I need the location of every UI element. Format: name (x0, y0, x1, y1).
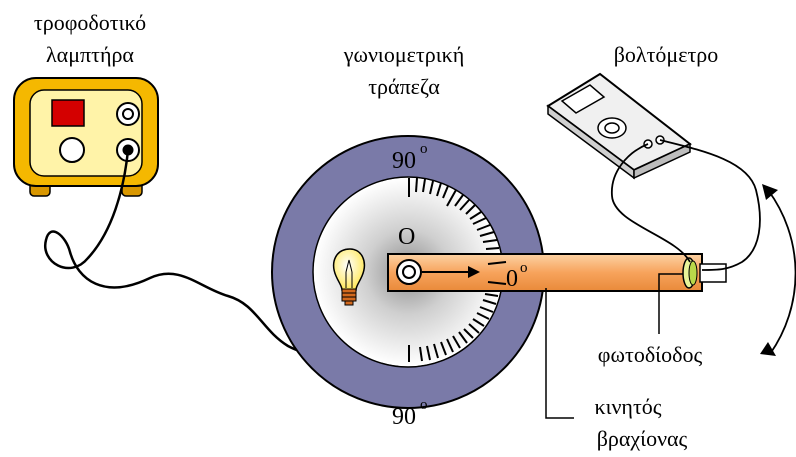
photodiode-icon (682, 257, 698, 289)
rotation-arrow-icon (760, 184, 796, 356)
angle-label-zero-degree: o (520, 260, 528, 276)
angle-scale (408, 177, 505, 362)
table-label-line2: τράπεζα (368, 74, 440, 99)
angle-label-top-degree: o (420, 141, 428, 157)
table-label-line1: γωνιομετρική (343, 42, 464, 67)
arm-label-line1: κινητός (594, 394, 661, 419)
voltmeter-icon (546, 72, 692, 180)
power-supply-icon (13, 77, 159, 197)
angle-label-bottom-degree: o (420, 397, 428, 413)
voltmeter-display (560, 84, 606, 114)
voltmeter-cable-2 (659, 139, 761, 271)
photodiode-label: φωτοδίοδος (598, 342, 703, 367)
photodiode-leader-line (658, 273, 683, 334)
voltmeter-cable-1 (611, 143, 691, 263)
angle-label-zero: 0 (506, 266, 518, 292)
voltmeter-label: βολτόμετρο (614, 42, 719, 67)
power-supply-label-line2: λαμπτήρα (46, 42, 134, 67)
arm-leader-line (545, 288, 574, 419)
center-label: O (398, 224, 415, 250)
angle-label-top: 90 (392, 148, 416, 174)
arm-label-line2: βραχίονας (597, 426, 688, 451)
power-supply-label-line1: τροφοδοτικό (34, 10, 146, 35)
supply-display (51, 99, 85, 127)
light-bulb-icon (332, 248, 366, 306)
angle-label-bottom: 90 (392, 404, 416, 430)
movable-arm (387, 253, 727, 292)
